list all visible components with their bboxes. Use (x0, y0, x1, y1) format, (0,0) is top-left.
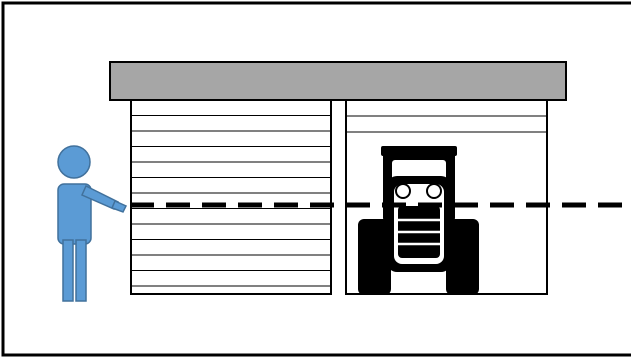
tractor-right-headlight (427, 184, 441, 198)
person-head (58, 146, 90, 178)
person-left-leg (63, 240, 73, 301)
person-right-leg (76, 240, 86, 301)
left-bay (131, 100, 331, 294)
tractor-left-headlight (396, 184, 410, 198)
tractor-left-wheel (358, 219, 391, 295)
canopy-roof (110, 62, 566, 100)
